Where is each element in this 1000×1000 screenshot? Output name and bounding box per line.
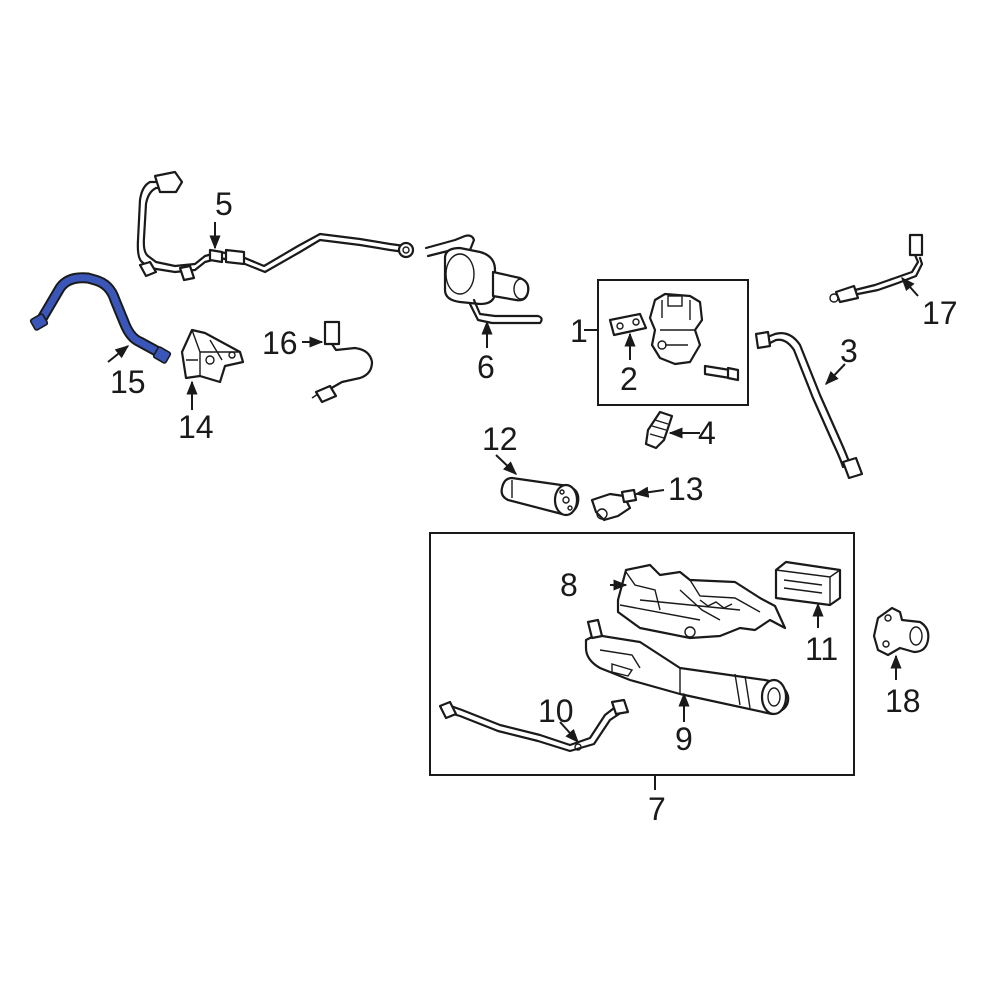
part-4-fitting[interactable]	[644, 410, 674, 450]
callout-14: 14	[178, 409, 214, 445]
callout-5: 5	[215, 186, 233, 222]
part-5-pipe-assembly[interactable]	[136, 170, 415, 282]
callout-10: 10	[538, 693, 574, 729]
callout-17: 17	[922, 295, 958, 331]
part-10-hose[interactable]	[438, 698, 630, 753]
part-8-shield[interactable]	[616, 563, 787, 640]
callout-16: 16	[262, 325, 298, 361]
leader-lines	[107, 222, 919, 790]
callout-6: 6	[477, 349, 495, 385]
part-1-valve[interactable]	[648, 292, 740, 382]
callout-9: 9	[675, 721, 693, 757]
callout-18: 18	[885, 683, 921, 719]
callout-4: 4	[698, 415, 716, 451]
callout-8: 8	[560, 567, 578, 603]
callout-13: 13	[668, 471, 704, 507]
part-16-sensor[interactable]	[311, 320, 374, 404]
callout-7: 7	[648, 791, 666, 827]
callout-12: 12	[482, 421, 518, 457]
callout-11: 11	[805, 631, 838, 667]
callout-1: 1	[570, 313, 588, 349]
part-14-bracket[interactable]	[180, 328, 245, 384]
part-17-sensor[interactable]	[829, 233, 924, 304]
part-12-filter[interactable]	[500, 476, 580, 517]
assembly-box-7	[429, 532, 855, 776]
callout-labels: 1 2 3 4 5 6 7 8 9 10 11 12 13 14 15 16 1…	[110, 186, 958, 827]
part-15-hose-highlighted[interactable]	[29, 272, 172, 364]
part-11-box[interactable]	[774, 560, 842, 607]
part-13-sensor[interactable]	[590, 488, 638, 522]
part-9-canister[interactable]	[584, 618, 790, 716]
part-2-gasket[interactable]	[608, 312, 648, 337]
assembly-box-1	[597, 279, 749, 406]
part-3-pipe[interactable]	[754, 330, 864, 480]
callout-2: 2	[620, 361, 638, 397]
callout-3: 3	[840, 333, 858, 369]
callout-15: 15	[110, 364, 146, 400]
part-18-housing[interactable]	[872, 606, 930, 657]
part-6-valve[interactable]	[424, 234, 543, 325]
